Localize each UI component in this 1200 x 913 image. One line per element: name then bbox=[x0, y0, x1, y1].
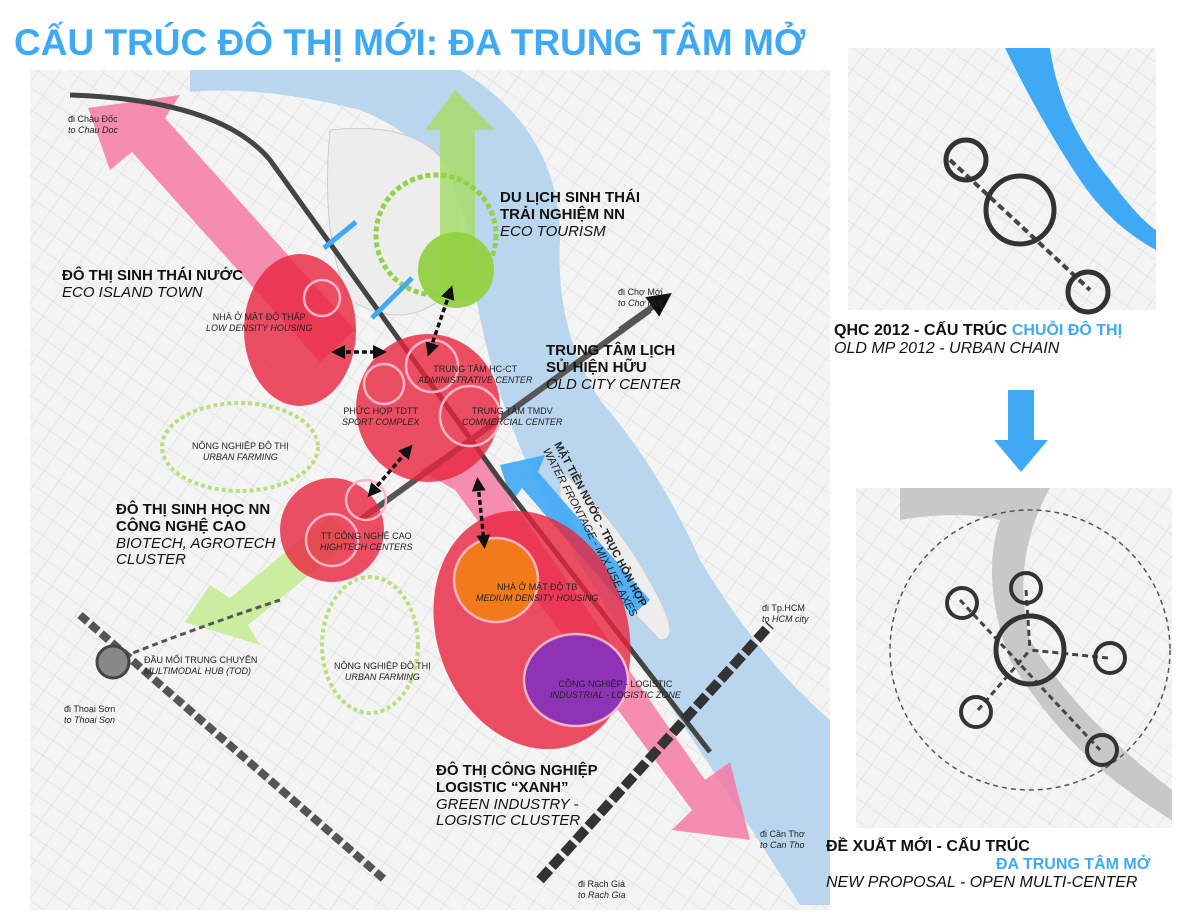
old-mp-vn: QHC 2012 - CẤU TRÚC CHUỖI ĐÔ THỊ bbox=[834, 322, 1122, 340]
eco-tourism-en: ECO TOURISM bbox=[500, 222, 606, 240]
old-mp-thumbnail bbox=[848, 48, 1156, 315]
old-mp-en: OLD MP 2012 - URBAN CHAIN bbox=[834, 339, 1060, 357]
low-density-vn: NHÀ Ở MẬT ĐỘ THẤP bbox=[212, 312, 306, 322]
hub-en: MULTIMODAL HUB (TOD) bbox=[144, 665, 252, 676]
commercial-label: TRUNG TÂM TMDV COMMERCIAL CENTER bbox=[462, 406, 562, 428]
dest-thoai-son-vn: đi Thoại Sơn bbox=[64, 704, 116, 714]
new-proposal-label: ĐỀ XUẤT MỚI - CẤU TRÚC ĐA TRUNG TÂM MỞ N… bbox=[826, 838, 1150, 892]
sport-en: SPORT COMPLEX bbox=[342, 416, 420, 427]
farming2-label: NÔNG NGHIỆP ĐÔ THỊ URBAN FARMING bbox=[334, 661, 431, 683]
new-proposal-vn2: ĐA TRUNG TÂM MỞ bbox=[996, 855, 1151, 873]
biotech-vn1: ĐÔ THỊ SINH HỌC NN bbox=[116, 501, 271, 518]
new-proposal-vn1: ĐỀ XUẤT MỚI - CẤU TRÚC bbox=[826, 838, 1030, 855]
down-arrow bbox=[994, 390, 1048, 472]
eco-island-vn: ĐÔ THỊ SINH THÁI NƯỚC bbox=[62, 267, 244, 284]
biotech-en1: BIOTECH, AGROTECH bbox=[116, 534, 276, 552]
eco-tourism-label: DU LỊCH SINH THÁI TRẢI NGHIỆM NN ECO TOU… bbox=[500, 189, 640, 240]
old-city-vn2: SỬ HIỆN HỮU bbox=[546, 358, 647, 376]
hub-vn: ĐẦU MỐI TRUNG CHUYỂN bbox=[144, 655, 258, 665]
dest-cho-moi: đi Chợ Mới to Chợ Mới bbox=[618, 287, 663, 309]
eco-island-label: ĐÔ THỊ SINH THÁI NƯỚC ECO ISLAND TOWN bbox=[62, 267, 244, 302]
old-city-label: TRUNG TÂM LỊCH SỬ HIỆN HỮU OLD CITY CENT… bbox=[546, 342, 681, 393]
dest-cho-moi-en: to Chợ Mới bbox=[618, 297, 663, 308]
dotted-link-arrows bbox=[331, 285, 491, 549]
new-proposal-en: NEW PROPOSAL - OPEN MULTI-CENTER bbox=[826, 873, 1138, 891]
sport-label: PHỨC HỢP TDTT SPORT COMPLEX bbox=[342, 406, 419, 428]
old-mp-vn-blue: CHUỖI ĐÔ THỊ bbox=[1011, 322, 1123, 339]
low-density-en: LOW DENSITY HOUSING bbox=[206, 322, 313, 333]
hightech-en: HIGHTECH CENTERS bbox=[320, 541, 413, 552]
commercial-vn: TRUNG TÂM TMDV bbox=[471, 406, 553, 416]
eco-tourism-vn1: DU LỊCH SINH THÁI bbox=[500, 189, 640, 206]
biotech-label: ĐÔ THỊ SINH HỌC NN CÔNG NGHỆ CAO BIOTECH… bbox=[116, 501, 276, 569]
dest-chau-doc-en: to Chau Doc bbox=[68, 124, 119, 135]
green-industry-label: ĐÔ THỊ CÔNG NGHIỆP LOGISTIC “XANH” GREEN… bbox=[436, 762, 598, 830]
dest-chau-doc-vn: đi Châu Đốc bbox=[68, 114, 118, 124]
dest-thoai-son-en: to Thoai Son bbox=[64, 714, 116, 725]
farming1-en: URBAN FARMING bbox=[202, 451, 278, 462]
dest-cho-moi-vn: đi Chợ Mới bbox=[618, 287, 663, 297]
center-circles bbox=[160, 172, 631, 750]
hub-node bbox=[95, 644, 131, 680]
farming2-en: URBAN FARMING bbox=[344, 671, 420, 682]
new-proposal-thumbnail bbox=[856, 488, 1172, 828]
sport-vn: PHỨC HỢP TDTT bbox=[343, 406, 418, 416]
old-mp-vn-black: QHC 2012 - CẤU TRÚC bbox=[834, 322, 1012, 339]
old-mp-label: QHC 2012 - CẤU TRÚC CHUỖI ĐÔ THỊ OLD MP … bbox=[834, 322, 1122, 358]
hightech-label: TT CÔNG NGHỆ CAO HIGHTECH CENTERS bbox=[320, 531, 413, 553]
dest-rach-gia-en: to Rach Gia bbox=[578, 889, 626, 900]
green-industry-en2: LOGISTIC CLUSTER bbox=[436, 812, 581, 830]
eco-island-en: ECO ISLAND TOWN bbox=[62, 283, 203, 301]
medium-density-vn: NHÀ Ở MẬT ĐỘ TB bbox=[496, 582, 578, 592]
logistic-label: CÔNG NGHIỆP - LOGISTIC INDUSTRIAL - LOGI… bbox=[550, 679, 681, 701]
dest-chau-doc: đi Châu Đốc to Chau Doc bbox=[68, 114, 118, 136]
commercial-en: COMMERCIAL CENTER bbox=[462, 416, 563, 427]
green-industry-vn1: ĐÔ THỊ CÔNG NGHIỆP bbox=[436, 762, 598, 779]
connection-arrows bbox=[322, 220, 414, 320]
dest-rach-gia-vn: đi Rạch Giá bbox=[578, 879, 626, 889]
admin-label: TRUNG TÂM HC-CT ADMINISTRATIVE CENTER bbox=[418, 364, 532, 386]
logistic-en: INDUSTRIAL - LOGISTIC ZONE bbox=[550, 689, 681, 700]
green-industry-en1: GREEN INDUSTRY - bbox=[436, 795, 579, 813]
old-city-vn1: TRUNG TÂM LỊCH bbox=[546, 342, 676, 359]
farming1-label: NÔNG NGHIỆP ĐÔ THỊ URBAN FARMING bbox=[192, 441, 289, 463]
dest-can-tho-en: to Can Tho bbox=[760, 839, 805, 850]
old-city-en: OLD CITY CENTER bbox=[546, 375, 681, 393]
logistic-vn: CÔNG NGHIỆP - LOGISTIC bbox=[558, 679, 673, 689]
green-industry-vn2: LOGISTIC “XANH” bbox=[436, 778, 569, 796]
admin-vn: TRUNG TÂM HC-CT bbox=[433, 364, 518, 374]
dest-hcm: đi Tp.HCM to HCM city bbox=[762, 603, 809, 625]
roads bbox=[69, 92, 774, 884]
eco-tourism-vn2: TRẢI NGHIỆM NN bbox=[500, 205, 625, 223]
admin-en: ADMINISTRATIVE CENTER bbox=[418, 374, 533, 385]
dest-thoai-son: đi Thoại Sơn to Thoai Son bbox=[64, 704, 115, 726]
dest-hcm-vn: đi Tp.HCM bbox=[762, 603, 805, 613]
medium-density-en: MEDIUM DENSITY HOUSING bbox=[476, 592, 599, 603]
low-density-label: NHÀ Ở MẬT ĐỘ THẤP LOW DENSITY HOUSING bbox=[206, 312, 312, 334]
dest-can-tho: đi Cần Thơ to Can Tho bbox=[760, 829, 805, 851]
dest-can-tho-vn: đi Cần Thơ bbox=[760, 829, 805, 839]
biotech-vn2: CÔNG NGHỆ CAO bbox=[116, 517, 247, 535]
biotech-en2: CLUSTER bbox=[116, 551, 187, 569]
hightech-vn: TT CÔNG NGHỆ CAO bbox=[320, 531, 412, 541]
dest-hcm-en: to HCM city bbox=[762, 613, 809, 624]
farming1-vn: NÔNG NGHIỆP ĐÔ THỊ bbox=[192, 441, 289, 451]
farming2-vn: NÔNG NGHIỆP ĐÔ THỊ bbox=[334, 661, 431, 671]
diagram-title: CẤU TRÚC ĐÔ THỊ MỚI: ĐA TRUNG TÂM MỞ bbox=[14, 22, 806, 63]
medium-density-label: NHÀ Ở MẬT ĐỘ TB MEDIUM DENSITY HOUSING bbox=[476, 582, 598, 604]
hub-label: ĐẦU MỐI TRUNG CHUYỂN MULTIMODAL HUB (TOD… bbox=[144, 655, 257, 677]
dest-rach-gia: đi Rạch Giá to Rach Gia bbox=[578, 879, 626, 901]
